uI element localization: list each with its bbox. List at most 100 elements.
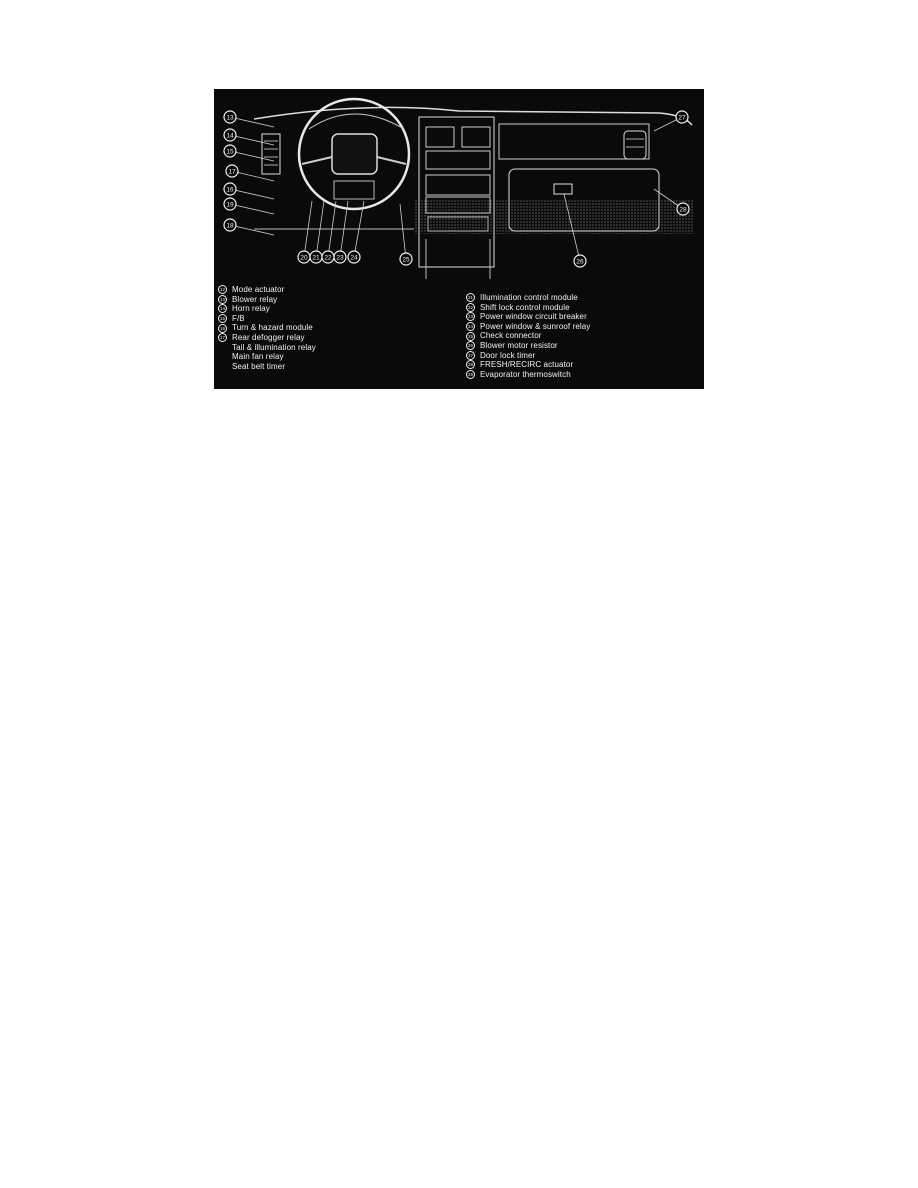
legend-number: 22 [466, 302, 475, 312]
callout-number: 18 [226, 222, 234, 229]
legend-item: 26 Blower motor resistor [466, 341, 701, 351]
legend-item: 24 Power window & sunroof relay [466, 322, 701, 332]
legend-label: Tail & illumination relay [232, 342, 316, 352]
legend-item: 22 Shift lock control module [466, 303, 701, 313]
legend-number: 12 [218, 285, 227, 295]
legend-number: 17 [218, 333, 227, 343]
legend-label: Shift lock control module [480, 302, 570, 312]
right-vent [623, 130, 647, 160]
legend-item: 27 Door lock timer [466, 351, 701, 361]
console [425, 239, 491, 279]
legend-item: Tail & illumination relay [218, 343, 448, 353]
legend-item: Main fan relay [218, 352, 448, 362]
callout-22: 22 [321, 200, 337, 264]
legend-item: 14 Horn relay [218, 304, 448, 314]
callout-number: 28 [679, 206, 687, 213]
instrument-cluster [308, 113, 405, 130]
callout-number: 19 [226, 201, 234, 208]
legend-number: 13 [218, 294, 227, 304]
legend-item: 25 Check connector [466, 331, 701, 341]
callout-16: 16 [223, 182, 275, 200]
legend-left: 12 Mode actuator 13 Blower relay 14 Horn rela… [218, 285, 448, 371]
callout-number: 24 [350, 254, 358, 261]
legend-number: 28 [466, 360, 475, 370]
dashboard-illustration: 13 14 15 17 16 19 18 20 21 22 23 24 25 26 27 28 [223, 97, 694, 279]
legend-number: 14 [218, 304, 227, 314]
legend-label: Check connector [480, 331, 542, 341]
callout-24: 24 [347, 200, 365, 264]
legend-label: Mode actuator [232, 285, 285, 294]
legend-label: Power window & sunroof relay [480, 321, 591, 331]
cassette-unit [425, 196, 491, 214]
climate-controls [425, 174, 491, 196]
callout-number: 15 [226, 148, 234, 155]
legend-item: 28 FRESH/RECIRC actuator [466, 360, 701, 370]
callout-20: 20 [297, 200, 313, 264]
legend-number: 27 [466, 350, 475, 360]
callout-17: 17 [225, 164, 275, 182]
steering-wheel [297, 97, 411, 211]
center-stack [418, 116, 495, 268]
legend-number: 23 [466, 312, 475, 322]
callout-13: 13 [223, 110, 275, 128]
legend-right: 21 Illumination control module 22 Shift loc… [466, 293, 701, 380]
callout-number: 26 [576, 258, 584, 265]
center-vent-right [461, 126, 491, 148]
callout-23: 23 [333, 200, 349, 264]
legend-number: 16 [218, 323, 227, 333]
callout-27: 27 [653, 110, 689, 132]
legend-label: Power window circuit breaker [480, 312, 587, 322]
callout-28: 28 [653, 188, 690, 216]
passenger-panel [498, 123, 650, 160]
callout-14: 14 [223, 128, 275, 146]
callout-number: 23 [336, 254, 344, 261]
legend-label: Blower motor resistor [480, 340, 558, 350]
legend-label: Main fan relay [232, 352, 284, 362]
steering-hub [331, 133, 378, 175]
legend-label: Turn & hazard module [232, 323, 313, 333]
center-vent-left [425, 126, 455, 148]
legend-label: FRESH/RECIRC actuator [480, 360, 574, 370]
legend-label: Illumination control module [480, 293, 578, 302]
legend-number: 25 [466, 331, 475, 341]
legend-number: 21 [466, 293, 475, 303]
legend-number: 29 [466, 370, 475, 380]
callout-number: 13 [226, 114, 234, 121]
callout-number: 14 [226, 132, 234, 139]
callout-number: 22 [324, 254, 332, 261]
legend-number: 26 [466, 341, 475, 351]
callout-26: 26 [563, 193, 587, 268]
callout-19: 19 [223, 197, 275, 215]
legend-item: 13 Blower relay [218, 295, 448, 305]
callout-number: 21 [312, 254, 320, 261]
callout-number: 16 [226, 186, 234, 193]
legend-item: 29 Evaporator thermoswitch [466, 370, 701, 380]
callout-number: 25 [402, 256, 410, 263]
callout-18: 18 [223, 218, 275, 236]
switch-panel [427, 216, 489, 232]
callout-25: 25 [399, 203, 413, 266]
legend-label: Evaporator thermoswitch [480, 369, 571, 379]
callout-number: 27 [678, 114, 686, 121]
callout-number: 17 [228, 168, 236, 175]
legend-label: Door lock timer [480, 350, 536, 360]
legend-label: Horn relay [232, 304, 270, 314]
left-vent [261, 133, 281, 175]
glovebox-latch [553, 183, 573, 195]
callout-21: 21 [309, 200, 325, 264]
steering-column [333, 180, 375, 200]
legend-label: Seat belt timer [232, 361, 286, 371]
legend-item: Seat belt timer [218, 362, 448, 372]
legend-label: Blower relay [232, 294, 278, 304]
radio-unit [425, 150, 491, 170]
legend-item: 23 Power window circuit breaker [466, 312, 701, 322]
legend-number: 24 [466, 322, 475, 332]
glovebox [508, 168, 660, 232]
legend-item: 12 Mode actuator [218, 285, 448, 295]
legend-item: 16 Turn & hazard module [218, 323, 448, 333]
callout-number: 20 [300, 254, 308, 261]
callout-15: 15 [223, 144, 275, 162]
